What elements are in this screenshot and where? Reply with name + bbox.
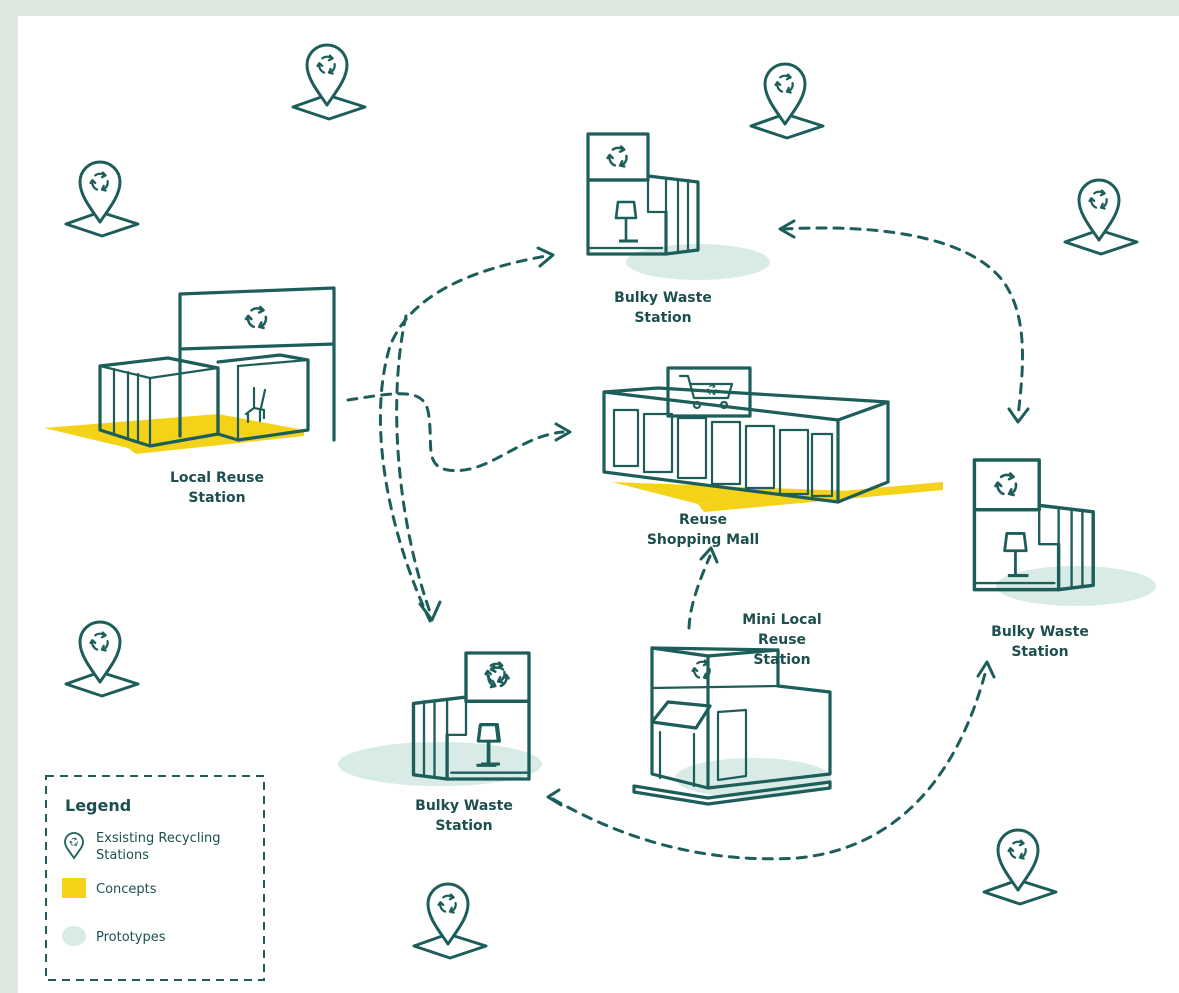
recycling-pin-icon	[984, 830, 1056, 904]
bulky-right-label-line2: Station	[1011, 644, 1068, 660]
bulky-top-label-line2: Station	[634, 310, 691, 326]
legend-title: Legend	[65, 796, 131, 815]
bulky-waste-station-right: Bulky Waste Station	[974, 460, 1156, 660]
reuse-shopping-mall: Reuse Shopping Mall	[602, 366, 943, 548]
legend-item-existing-line1: Exsisting Recycling	[96, 831, 221, 846]
legend: Legend Exsisting Recycling Stations Conc…	[45, 775, 265, 981]
bulky-waste-station-top: Bulky Waste Station	[588, 134, 770, 326]
recycling-pin-icon	[66, 162, 138, 236]
mall-label-line2: Shopping Mall	[647, 532, 759, 548]
mall-label-line1: Reuse	[679, 512, 727, 528]
legend-item-concepts: Concepts	[96, 882, 157, 897]
mini-local-reuse-station: Mini Local Reuse Station	[632, 612, 832, 806]
recycling-pin-icon	[66, 622, 138, 696]
local-reuse-label-line2: Station	[188, 490, 245, 506]
bulky-top-label-line1: Bulky Waste	[614, 290, 712, 306]
local-reuse-label-line1: Local Reuse	[170, 470, 264, 486]
legend-item-prototypes: Prototypes	[96, 930, 166, 945]
legend-recycling-pin-icon	[64, 832, 84, 860]
legend-item-existing-line2: Stations	[96, 848, 149, 863]
diagram-canvas: Local Reuse Station Bulky Waste Station …	[18, 16, 1179, 993]
recycling-pin-icon	[414, 884, 486, 958]
recycling-pin-icon	[1065, 180, 1137, 254]
legend-prototypes-swatch	[62, 926, 86, 946]
flow-arrows	[346, 219, 1030, 861]
mini-local-label-line2: Reuse	[758, 632, 806, 648]
bulky-right-label-line1: Bulky Waste	[991, 624, 1089, 640]
legend-concepts-swatch	[62, 878, 86, 898]
bulky-bottom-label-line2: Station	[435, 818, 492, 834]
mini-local-label-line1: Mini Local	[742, 612, 821, 628]
bulky-waste-station-bottom: Bulky Waste Station	[338, 653, 542, 834]
diagram-svg: Local Reuse Station Bulky Waste Station …	[44, 16, 1156, 981]
recycling-pin-icon	[293, 45, 365, 119]
bulky-bottom-label-line1: Bulky Waste	[415, 798, 513, 814]
mini-local-label-line3: Station	[753, 652, 810, 668]
recycling-pin-icon	[751, 64, 823, 138]
local-reuse-station: Local Reuse Station	[44, 286, 336, 506]
